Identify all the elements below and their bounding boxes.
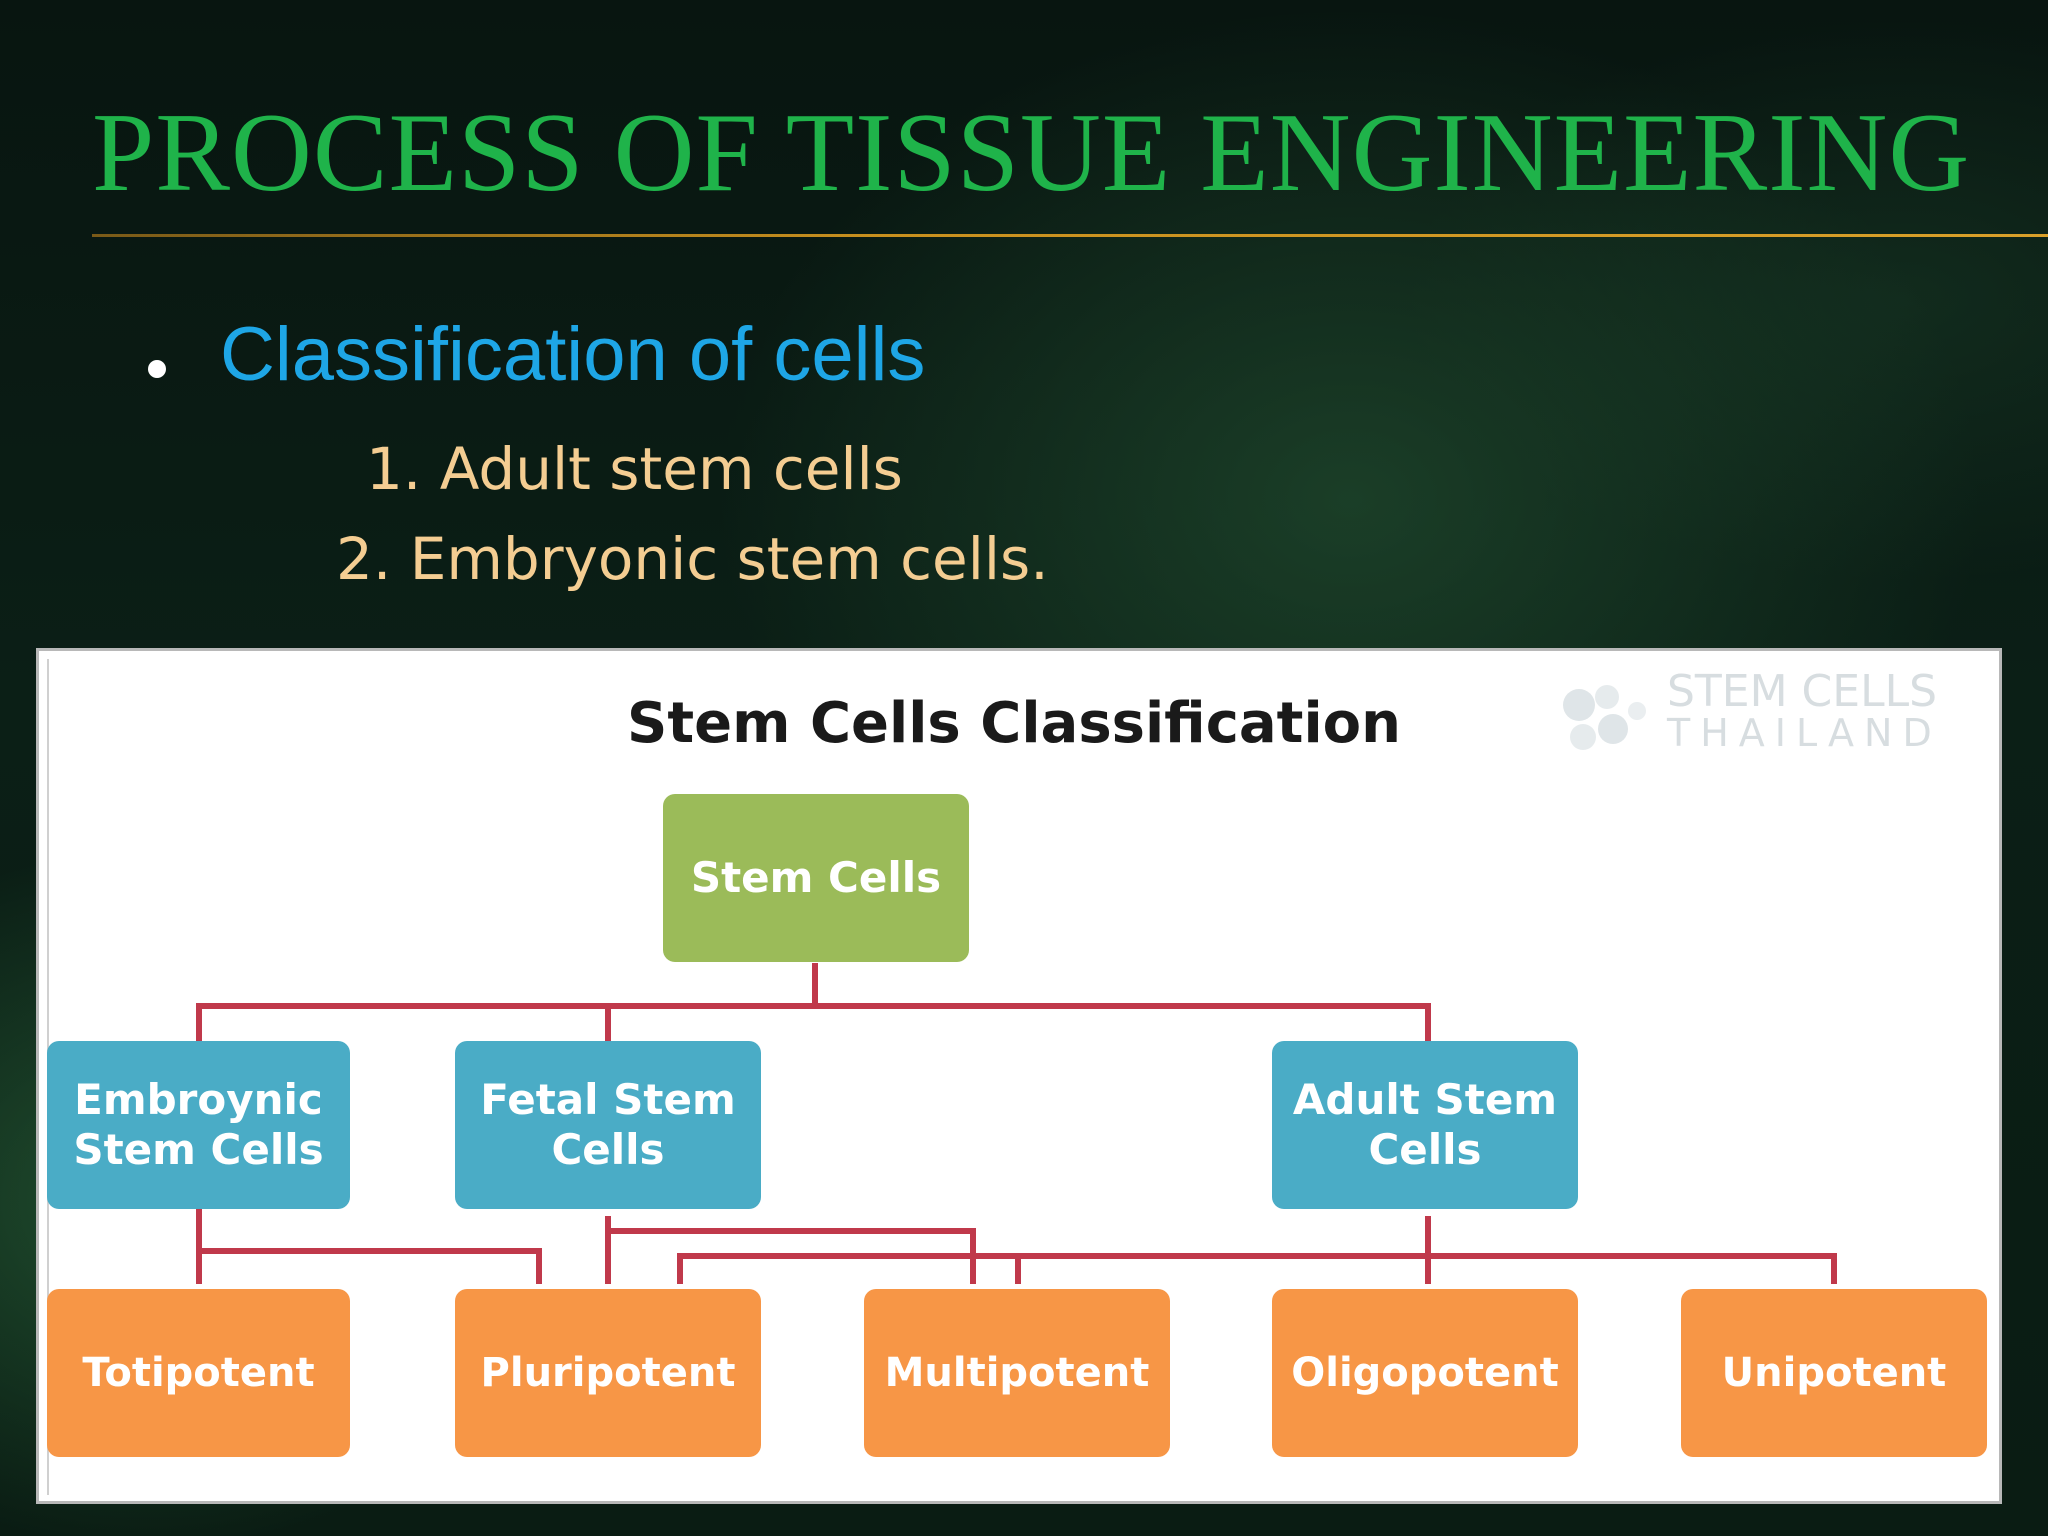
node-fetal-label: Fetal Stem Cells — [480, 1075, 736, 1174]
diagram-title: Stem Cells Classification — [627, 691, 1401, 756]
logo-text-top: STEM CELLS — [1667, 666, 1938, 717]
diagram-panel: Stem Cells Classification STEM CELLS THA… — [36, 648, 2002, 1504]
node-multipotent: Multipotent — [864, 1289, 1170, 1457]
node-embryonic-label: Embroynic Stem Cells — [73, 1075, 324, 1174]
title-underline — [92, 234, 2048, 237]
node-fetal-stem-cells: Fetal Stem Cells — [455, 1041, 761, 1209]
node-totipotent: Totipotent — [47, 1289, 350, 1457]
slide-title: PROCESS OF TISSUE ENGINEERING — [92, 91, 1971, 215]
bullet-text: Classification of cells — [220, 312, 926, 397]
logo-text-bottom: THAILAND — [1667, 711, 1942, 755]
node-adult-label: Adult Stem Cells — [1292, 1075, 1558, 1174]
node-stem-cells-label: Stem Cells — [690, 853, 942, 902]
node-oligopotent: Oligopotent — [1272, 1289, 1578, 1457]
node-adult-stem-cells: Adult Stem Cells — [1272, 1041, 1578, 1209]
stem-cells-thailand-logo: STEM CELLS THAILAND — [1551, 667, 1991, 767]
sub-item-adult: 1. Adult stem cells — [366, 435, 903, 503]
node-pluripotent: Pluripotent — [455, 1289, 761, 1457]
node-stem-cells: Stem Cells — [663, 794, 969, 962]
connector-lines — [196, 963, 1837, 1284]
sub-item-embryonic: 2. Embryonic stem cells. — [336, 525, 1049, 593]
node-unipotent: Unipotent — [1681, 1289, 1987, 1457]
node-totipotent-label: Totipotent — [82, 1350, 315, 1396]
node-multipotent-label: Multipotent — [884, 1350, 1150, 1396]
node-oligopotent-label: Oligopotent — [1291, 1350, 1559, 1396]
cells-logo-icon — [1563, 685, 1646, 750]
node-embryonic-stem-cells: Embroynic Stem Cells — [47, 1041, 350, 1209]
node-pluripotent-label: Pluripotent — [480, 1350, 736, 1396]
node-unipotent-label: Unipotent — [1721, 1350, 1947, 1396]
bullet-dot-icon — [148, 360, 166, 378]
